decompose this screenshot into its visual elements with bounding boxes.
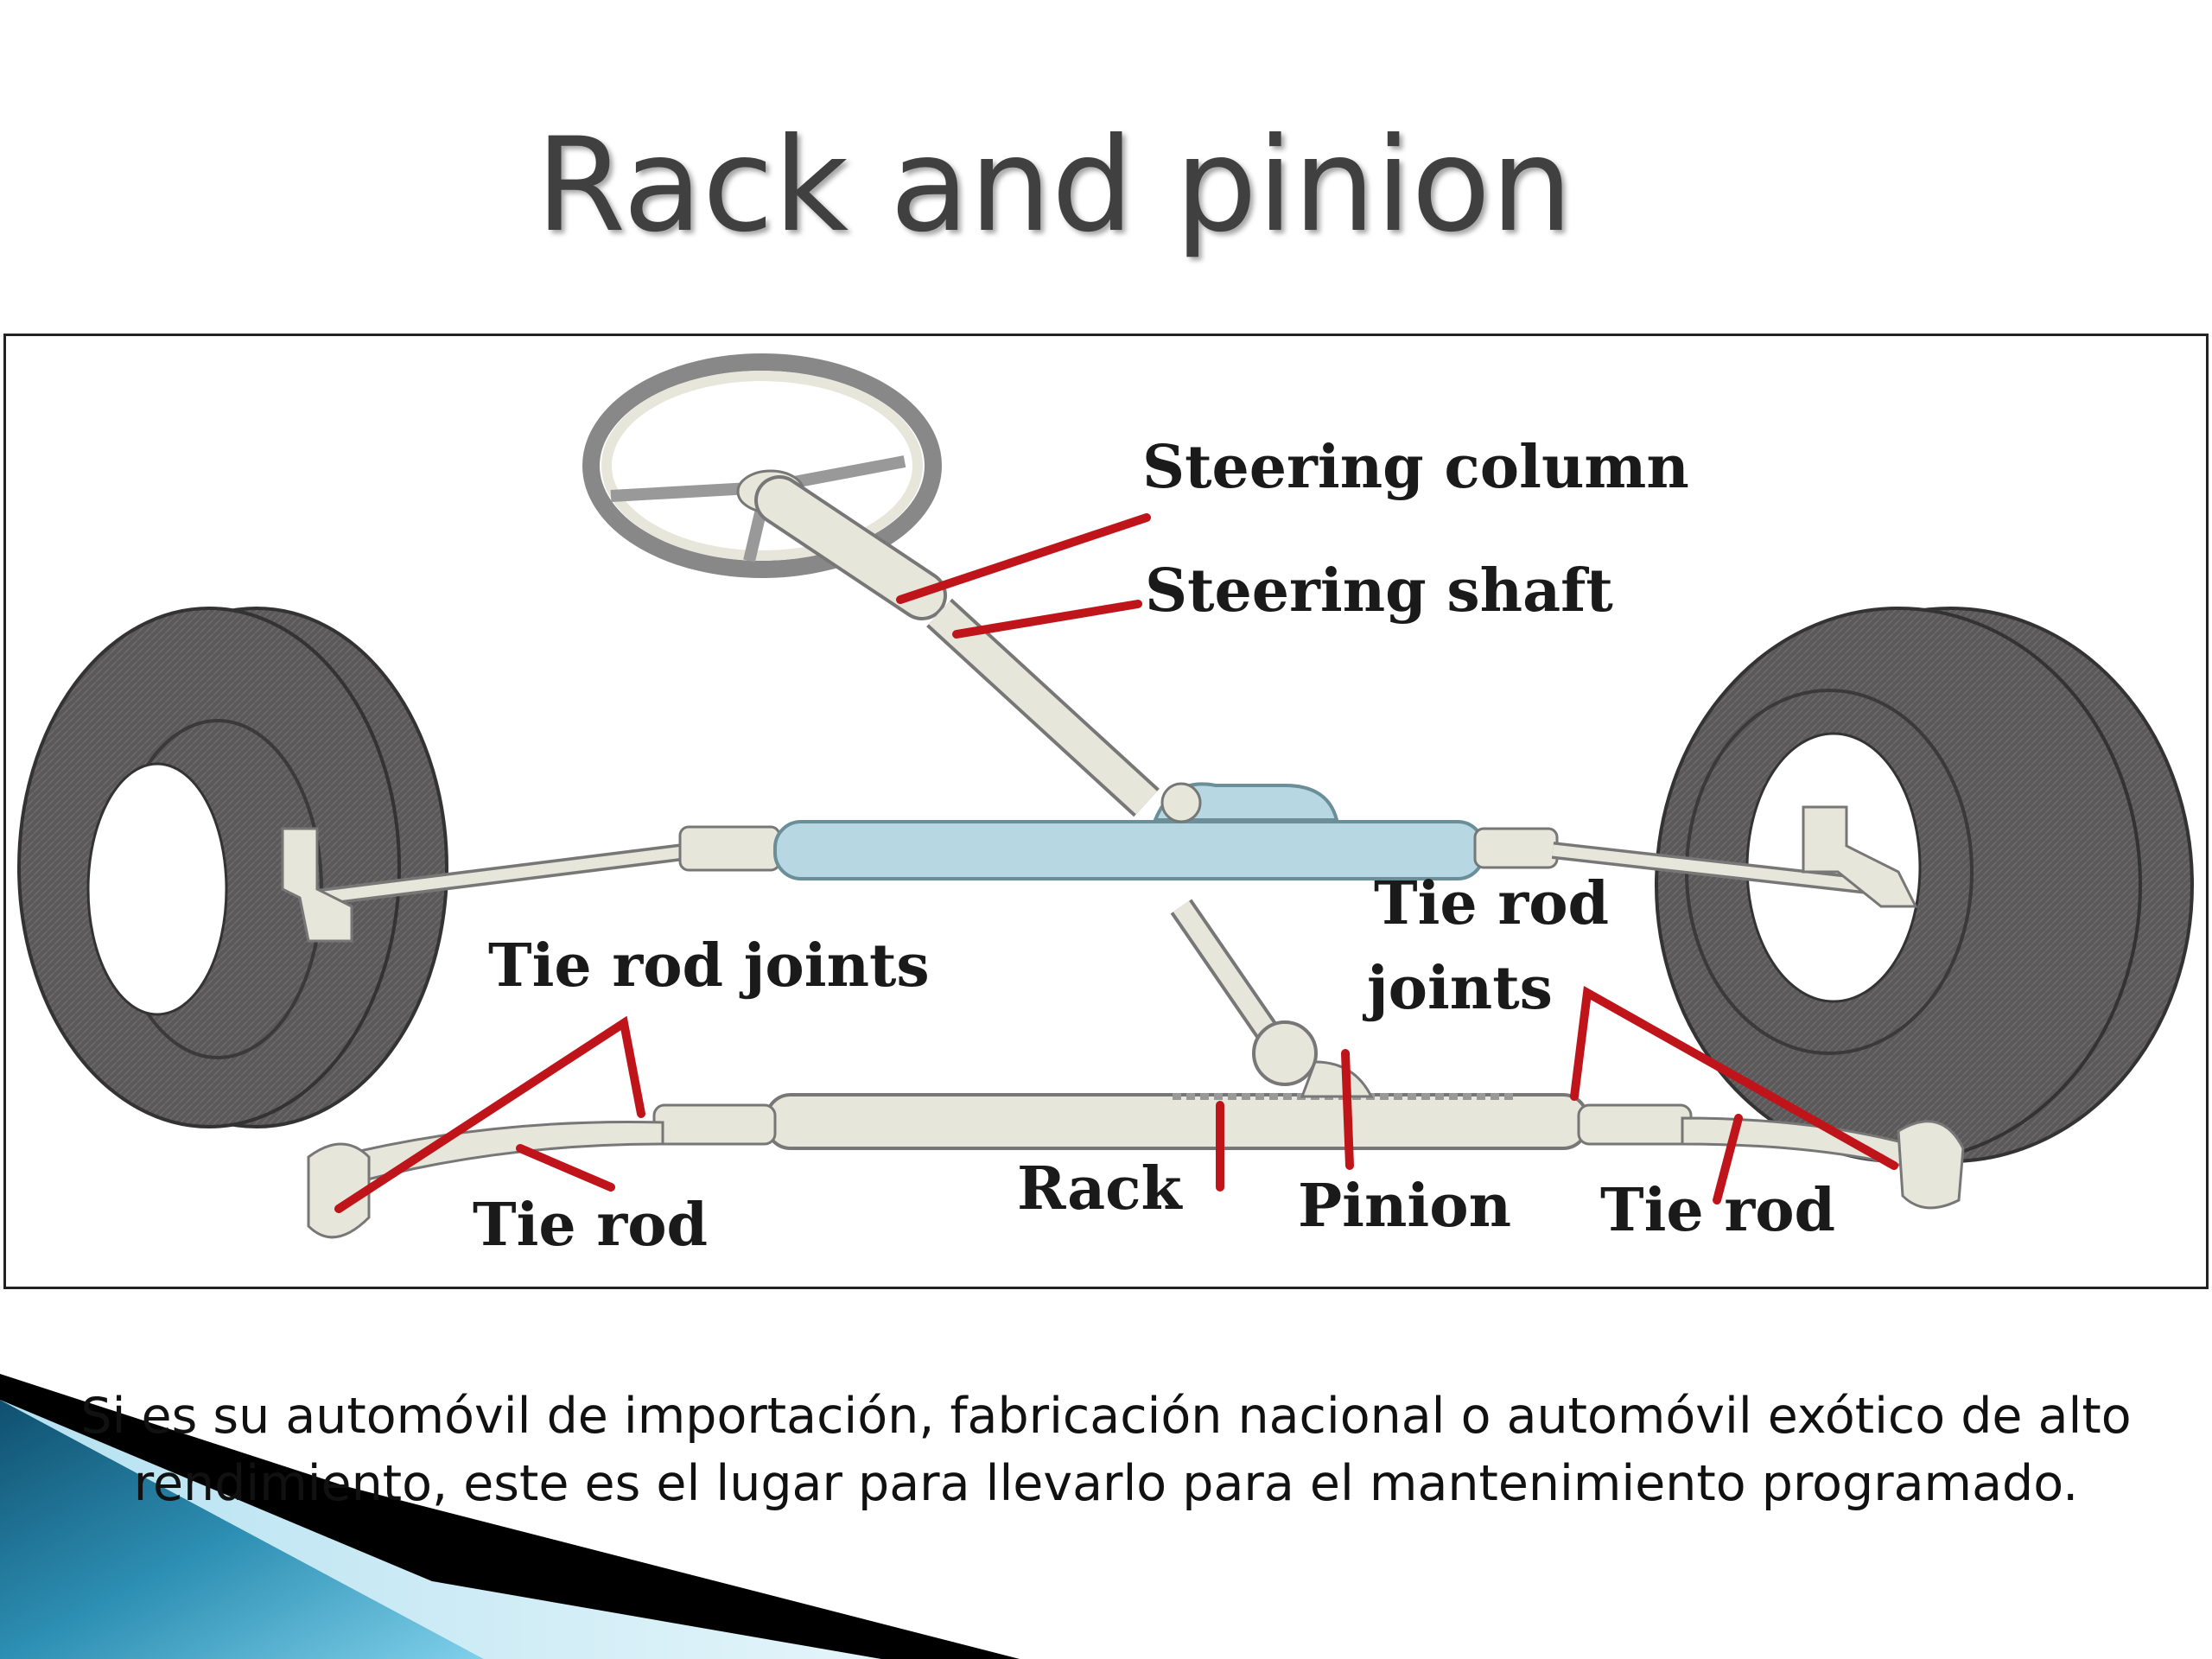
label-steering-shaft: Steering shaft: [1145, 556, 1613, 626]
label-tie-rod-left: Tie rod: [473, 1191, 708, 1260]
label-tie-rod-joints-right-line2: joints: [1362, 954, 1553, 1023]
label-rack: Rack: [1017, 1154, 1184, 1224]
steering-column: [754, 475, 1160, 817]
steering-wheel: [582, 353, 942, 578]
leader-lines: [334, 513, 1898, 1213]
lower-rack-detail: [307, 899, 1965, 1239]
rack-and-pinion-diagram: Steering column Steering shaft Tie rod j…: [3, 334, 2209, 1289]
slide-caption: Si es su automóvil de importación, fabri…: [80, 1388, 2132, 1512]
label-tie-rod-right: Tie rod: [1600, 1176, 1835, 1245]
label-pinion: Pinion: [1298, 1172, 1511, 1241]
diagram-canvas: Steering column Steering shaft Tie rod j…: [17, 353, 2194, 1260]
slide-title: Rack and pinion: [536, 111, 1573, 261]
left-tire: [17, 607, 448, 1128]
label-tie-rod-joints-right-line1: Tie rod: [1374, 869, 1609, 938]
upper-steering-assembly: [281, 782, 1918, 943]
label-tie-rod-joints-left: Tie rod joints: [488, 931, 930, 1001]
corner-wedge-decoration: [0, 1374, 1020, 1659]
label-steering-column: Steering column: [1142, 433, 1689, 502]
